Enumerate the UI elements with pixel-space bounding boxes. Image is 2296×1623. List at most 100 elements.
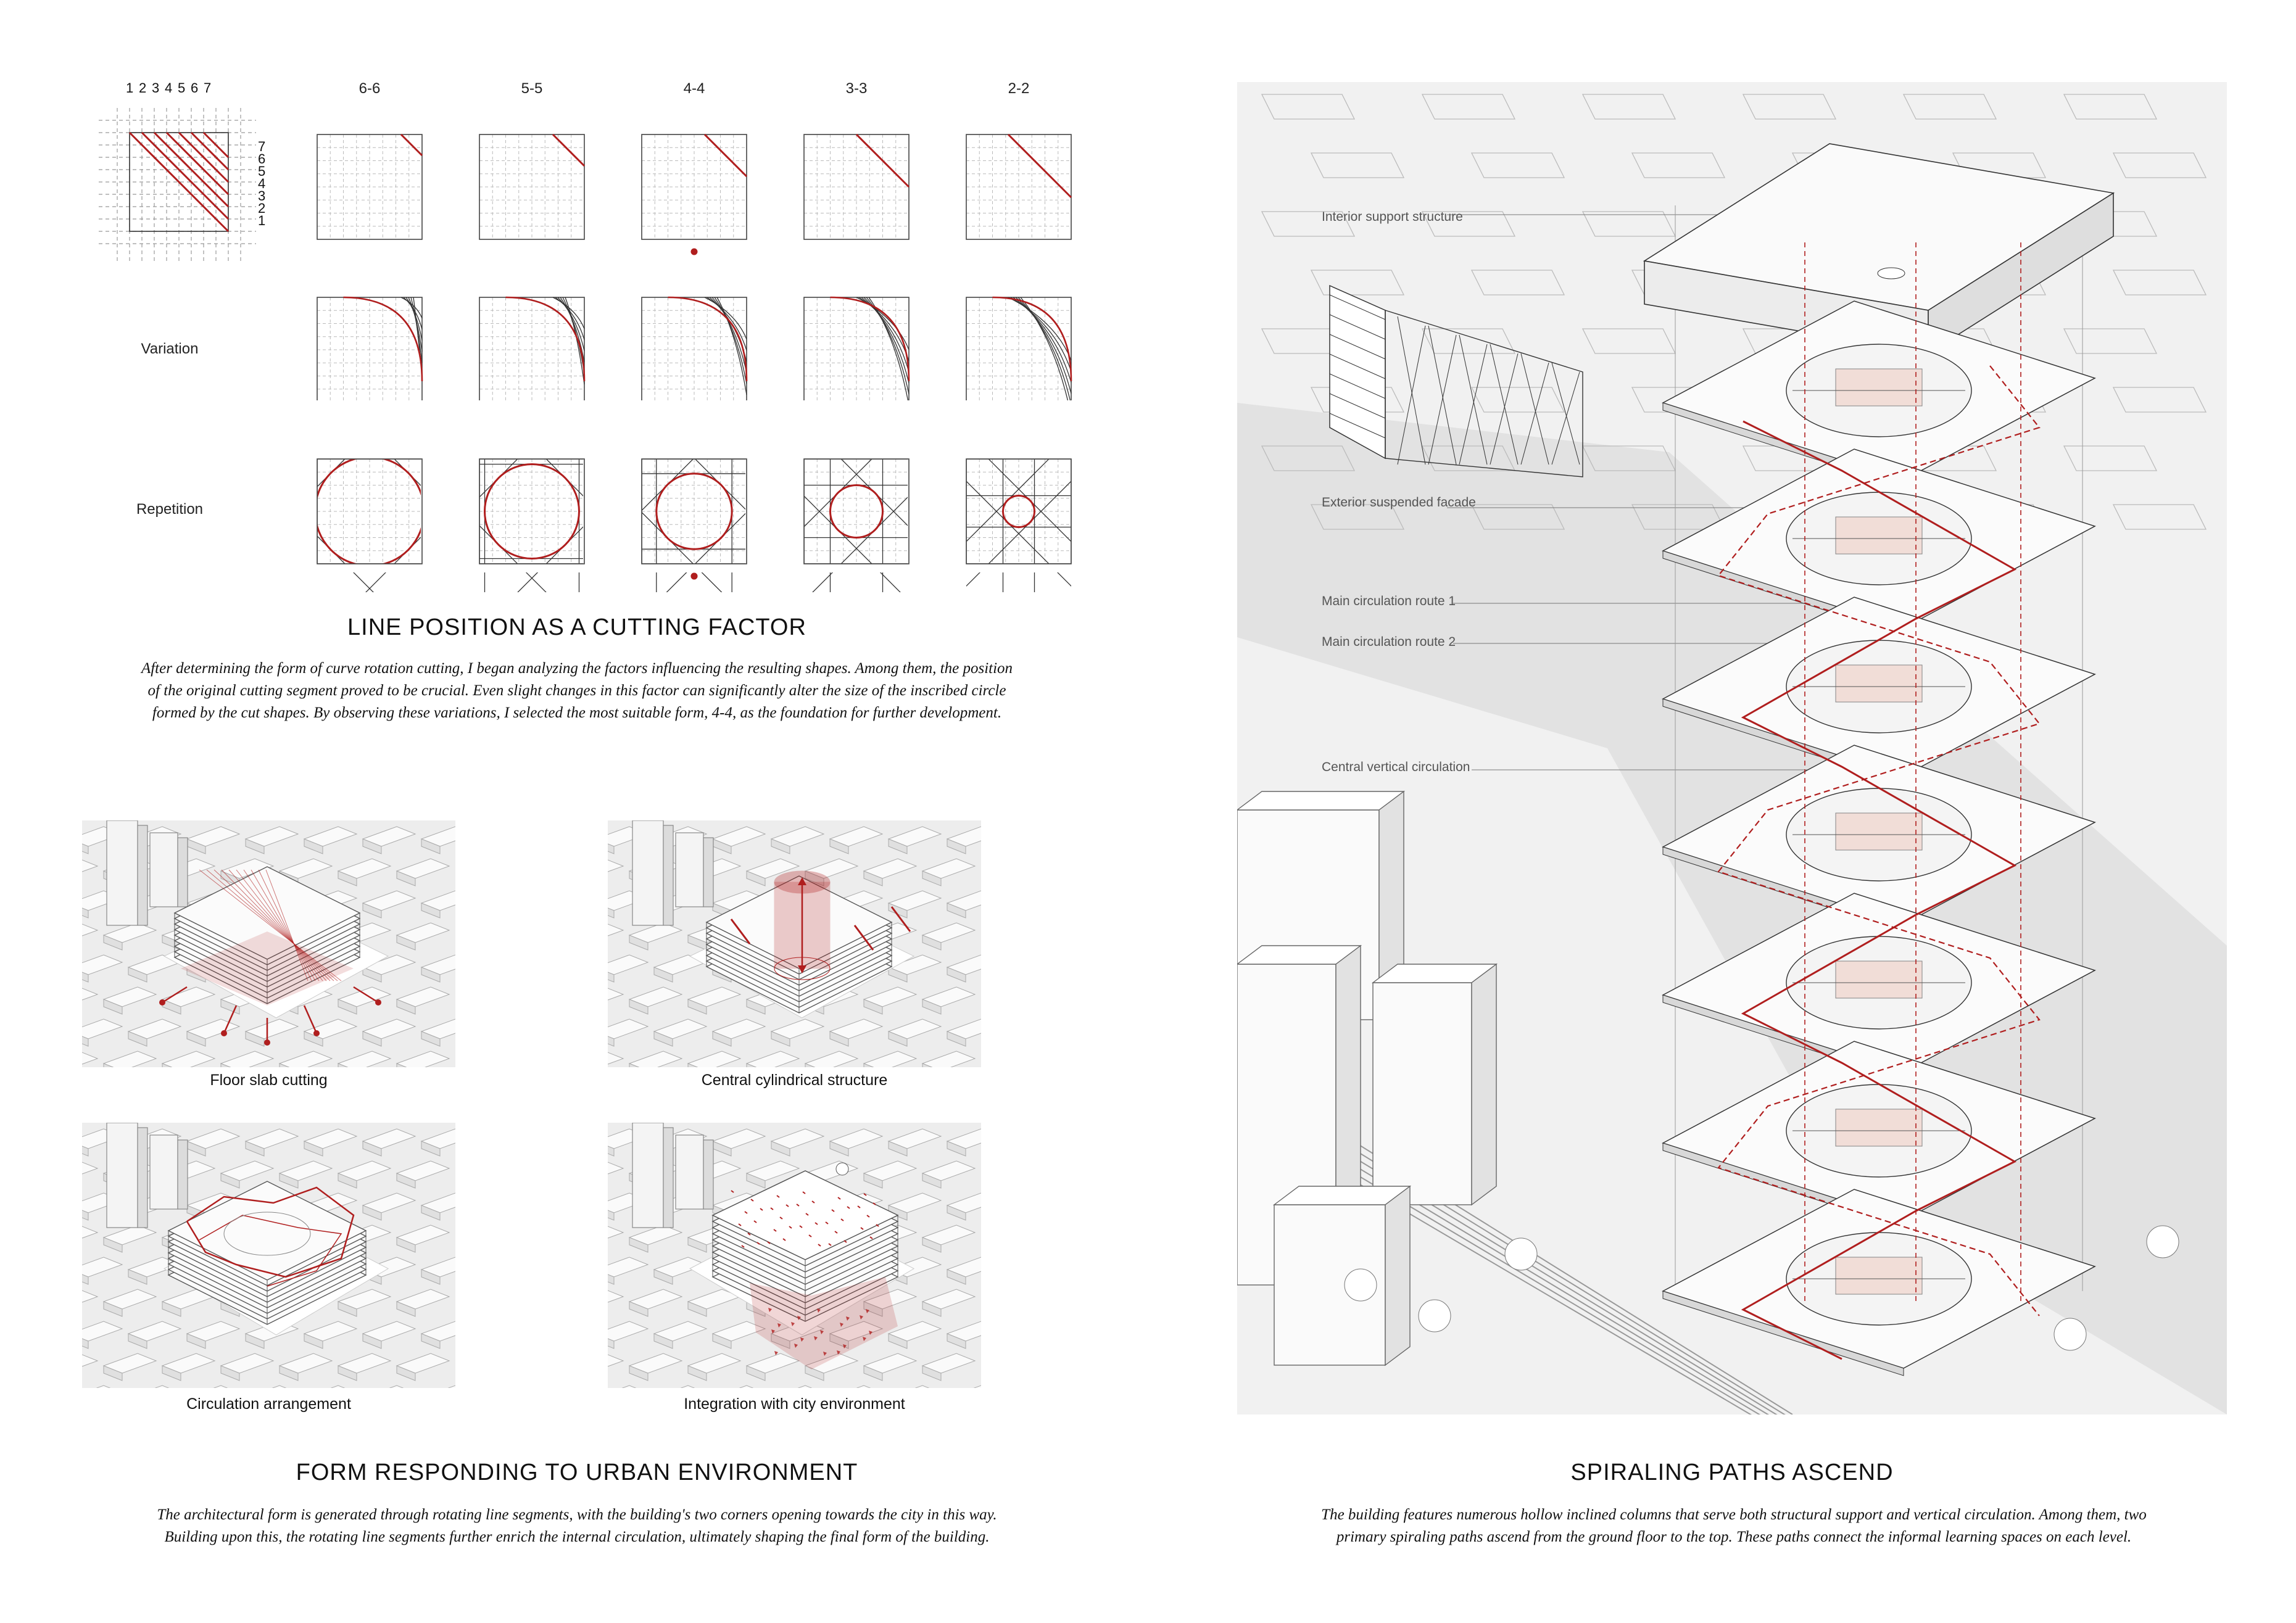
- axis-number: 3: [152, 80, 160, 96]
- city-block-side: [687, 1301, 707, 1317]
- variation-curve-main: [343, 296, 423, 382]
- background-block: [1310, 152, 1405, 178]
- study-cell: [966, 296, 1072, 416]
- city-block: [82, 954, 123, 975]
- occupant-mark: [770, 1207, 774, 1210]
- city-block: [271, 1385, 287, 1388]
- city-block-side: [947, 1031, 966, 1047]
- axis-number: 5: [258, 163, 266, 179]
- city-block-side: [653, 967, 673, 983]
- city-block-side: [608, 843, 615, 854]
- cut-line: [202, 131, 230, 159]
- tower: [149, 1134, 178, 1210]
- arrow-head: [313, 1030, 320, 1036]
- background-block: [1421, 328, 1516, 354]
- caption-city-integration: Integration with city environment: [684, 1395, 905, 1413]
- tower-side: [177, 1139, 188, 1210]
- city-block: [102, 1051, 157, 1067]
- study-cell: [317, 133, 423, 240]
- truss-line: [1428, 325, 1457, 465]
- cut-ray: [228, 869, 327, 981]
- background-block: [1470, 270, 1565, 295]
- panel-floor-slab-cutting: [82, 820, 455, 1067]
- description-line: After determining the form of curve rota…: [141, 660, 1013, 677]
- city-block-side: [279, 1063, 290, 1067]
- background-block: [1902, 94, 1997, 120]
- column-header: 4-4: [683, 80, 705, 97]
- city-block-side: [338, 1173, 357, 1189]
- city-block-side: [829, 838, 849, 854]
- city-block-side: [888, 1141, 908, 1157]
- facade-line: [1329, 413, 1386, 439]
- city-block-side: [128, 1031, 147, 1047]
- city-block: [608, 859, 624, 872]
- city-block-side: [103, 1237, 123, 1253]
- city-block-side: [629, 935, 649, 951]
- cell-outline: [479, 458, 585, 564]
- study-cell: [641, 296, 748, 418]
- city-block-side: [220, 1365, 240, 1381]
- city-block: [608, 1018, 649, 1039]
- learning-space: [1835, 516, 1923, 555]
- learning-space: [1835, 960, 1923, 999]
- city-block-side: [746, 870, 766, 886]
- background-block: [1581, 94, 1676, 120]
- inscribed-circle: [484, 463, 580, 560]
- city-block-side: [888, 1205, 908, 1221]
- city-block-side: [746, 1063, 757, 1067]
- background-block: [1261, 94, 1356, 120]
- description-line: of the original cutting segment proved t…: [147, 682, 1006, 699]
- row-label-variation: Variation: [141, 341, 199, 357]
- occupant-mark: [860, 1227, 864, 1230]
- city-block: [82, 1354, 99, 1367]
- occupant-mark: [760, 1208, 763, 1211]
- city-block-side: [629, 999, 649, 1015]
- city-block-side: [922, 999, 942, 1015]
- variation-curve: [1008, 297, 1072, 361]
- city-block: [608, 988, 624, 1001]
- city-block-side: [421, 1141, 441, 1157]
- key-diagram: [99, 108, 256, 262]
- cut-ray: [251, 869, 316, 981]
- cut-line: [165, 131, 230, 196]
- city-block: [608, 954, 649, 975]
- occupant-mark: [738, 1223, 742, 1226]
- city-block-side: [396, 935, 416, 951]
- city-block-side: [245, 1031, 265, 1047]
- city-block-side: [362, 838, 382, 854]
- city-block: [82, 859, 99, 872]
- study-cell: [803, 133, 910, 240]
- facade-line: [1329, 314, 1386, 340]
- section-title-line-position: LINE POSITION AS A CUTTING FACTOR: [347, 614, 806, 640]
- city-block: [745, 1051, 800, 1067]
- occupant-mark: [808, 1234, 812, 1237]
- city-block-side: [629, 1301, 649, 1317]
- city-block-side: [220, 1063, 231, 1067]
- occupant-mark: [811, 1200, 815, 1204]
- city-block: [82, 1226, 99, 1239]
- city-block: [608, 1052, 624, 1065]
- city-block-side: [888, 967, 908, 983]
- city-block-side: [712, 1031, 732, 1047]
- city-block: [330, 1385, 346, 1388]
- city-block-side: [687, 1237, 707, 1253]
- city-block: [154, 1385, 170, 1388]
- background-block: [1742, 94, 1837, 120]
- truss-line: [1551, 371, 1580, 465]
- truss-line: [1490, 353, 1519, 465]
- people-mark: [843, 1344, 847, 1348]
- city-block-side: [608, 1036, 615, 1047]
- city-block-side: [103, 999, 123, 1015]
- city-block-side: [863, 1173, 883, 1189]
- people-mark: [797, 1316, 801, 1320]
- city-block-side: [396, 1365, 416, 1381]
- section-title-urban: FORM RESPONDING TO URBAN ENVIRONMENT: [296, 1460, 858, 1485]
- annotation-circulation-route-1: Main circulation route 1: [1322, 594, 1456, 608]
- occupant-mark: [834, 1231, 838, 1234]
- city-block-side: [245, 838, 265, 854]
- city-block: [608, 1226, 624, 1239]
- city-block: [82, 1052, 99, 1065]
- city-block-side: [687, 1063, 698, 1067]
- city-block-side: [128, 967, 147, 983]
- people-mark: [869, 1331, 872, 1335]
